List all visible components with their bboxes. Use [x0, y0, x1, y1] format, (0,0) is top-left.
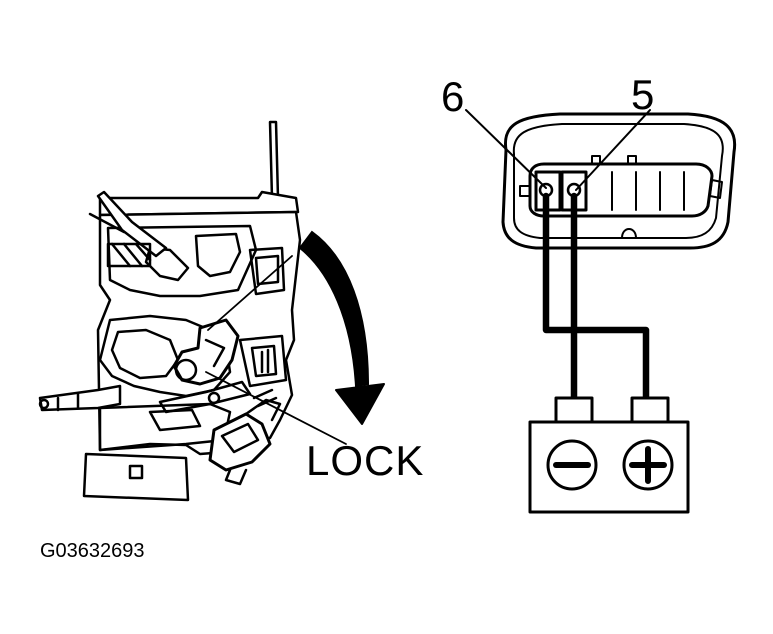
terminal-6-label: 6 — [441, 73, 465, 120]
door-lock-actuator-icon — [38, 120, 347, 502]
lock-direction-label: LOCK — [306, 437, 425, 484]
battery-icon — [528, 396, 690, 514]
wires-inner — [545, 195, 647, 399]
curved-arrow-down-icon — [298, 230, 385, 425]
terminal-5-label: 5 — [631, 71, 655, 118]
figure-id: G03632693 — [40, 540, 145, 562]
terminal-leader-lines — [465, 109, 651, 191]
